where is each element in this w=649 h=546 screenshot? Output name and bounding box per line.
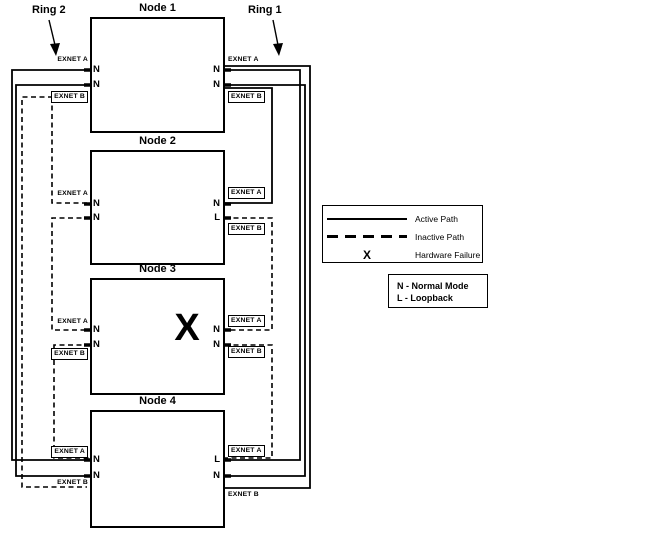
node-3-port-right-a: N <box>213 324 220 335</box>
node-1-title: Node 1 <box>139 2 176 14</box>
failure-x-icon: X <box>362 247 371 262</box>
connection-solid <box>225 87 273 204</box>
node-4-port-left-b: N <box>93 470 100 481</box>
loopback-line: L - Loopback <box>397 293 453 303</box>
node-2-exnet-b-right-label: EXNET B <box>228 223 265 235</box>
connection-solid <box>11 69 90 461</box>
node-1-exnet-a-right-label: EXNET A <box>228 56 259 63</box>
node-3-port-left-a: N <box>93 324 100 335</box>
node-2-exnet-a-left-label: EXNET A <box>57 190 88 197</box>
node-3-hardware-failure-x: X <box>174 307 200 349</box>
ring-2-label: Ring 2 <box>32 4 66 16</box>
node-1-port-left-a: N <box>93 64 100 75</box>
path-legend: Active Path Inactive Path X Hardware Fai… <box>322 205 483 263</box>
node-2-exnet-a-right-label: EXNET A <box>228 187 265 199</box>
node-3-exnet-a-right-label: EXNET A <box>228 315 265 327</box>
node-2-port-left-b: N <box>93 212 100 223</box>
node-2-port-left-a: N <box>93 198 100 209</box>
node-4-port-left-a: N <box>93 454 100 465</box>
node-4-exnet-b-right-label: EXNET B <box>228 491 259 498</box>
node-4-title: Node 4 <box>139 395 176 407</box>
connection-dashed <box>225 344 273 459</box>
mode-legend: N - Normal Mode L - Loopback <box>388 274 488 308</box>
node-1-exnet-a-left-label: EXNET A <box>57 56 88 63</box>
node-1-port-right-a: N <box>213 64 220 75</box>
inactive-path-label: Inactive Path <box>415 231 465 242</box>
node-2-title: Node 2 <box>139 135 176 147</box>
dashed-line-icon <box>327 235 407 238</box>
legend-row-active: Active Path <box>323 210 482 227</box>
node-2-port-right-a: N <box>213 198 220 209</box>
node-3-box <box>90 278 225 395</box>
node-3-port-right-b: N <box>213 339 220 350</box>
ring-pointer-arrowhead-icon <box>273 43 283 56</box>
node-3-exnet-b-left-label: EXNET B <box>51 348 88 360</box>
node-1-port-right-b: N <box>213 79 220 90</box>
active-path-line-sample <box>323 217 411 220</box>
node-3-title: Node 3 <box>139 263 176 275</box>
connection-solid <box>225 69 301 461</box>
node-3-exnet-b-right-label: EXNET B <box>228 346 265 358</box>
connection-dashed <box>21 96 87 488</box>
inactive-path-line-sample <box>323 235 411 238</box>
solid-line-icon <box>327 217 407 220</box>
node-4-port-right-a: L <box>214 454 220 465</box>
node-1-exnet-b-left-label: EXNET B <box>51 91 88 103</box>
node-4-exnet-a-left-label: EXNET A <box>51 446 88 458</box>
node-1-exnet-b-right-label: EXNET B <box>228 91 265 103</box>
connection-solid <box>15 84 90 477</box>
node-4-exnet-b-left-label: EXNET B <box>57 479 88 486</box>
connection-dashed <box>53 344 90 459</box>
legend-row-failure: X Hardware Failure <box>323 246 482 263</box>
node-3-exnet-a-left-label: EXNET A <box>57 318 88 325</box>
node-4-port-right-b: N <box>213 470 220 481</box>
node-1-port-left-b: N <box>93 79 100 90</box>
node-1-box <box>90 17 225 133</box>
connection-solid <box>225 65 311 489</box>
connection-solid <box>225 84 306 477</box>
ring-pointer-arrow <box>48 19 56 46</box>
node-2-port-right-b: L <box>214 212 220 223</box>
connection-dashed <box>51 217 90 331</box>
node-3-port-left-b: N <box>93 339 100 350</box>
hardware-failure-label: Hardware Failure <box>415 249 481 260</box>
node-4-exnet-a-right-label: EXNET A <box>228 445 265 457</box>
ring-pointer-arrowhead-icon <box>50 43 60 56</box>
connection-dashed <box>225 217 273 331</box>
node-4-box <box>90 410 225 528</box>
hardware-failure-sample: X <box>323 249 411 261</box>
legend-row-inactive: Inactive Path <box>323 228 482 245</box>
active-path-label: Active Path <box>415 213 458 224</box>
ring-1-label: Ring 1 <box>248 4 282 16</box>
node-2-box <box>90 150 225 265</box>
connection-dashed <box>51 97 90 204</box>
ring-pointer-arrow <box>272 19 279 46</box>
normal-mode-line: N - Normal Mode <box>397 281 469 291</box>
